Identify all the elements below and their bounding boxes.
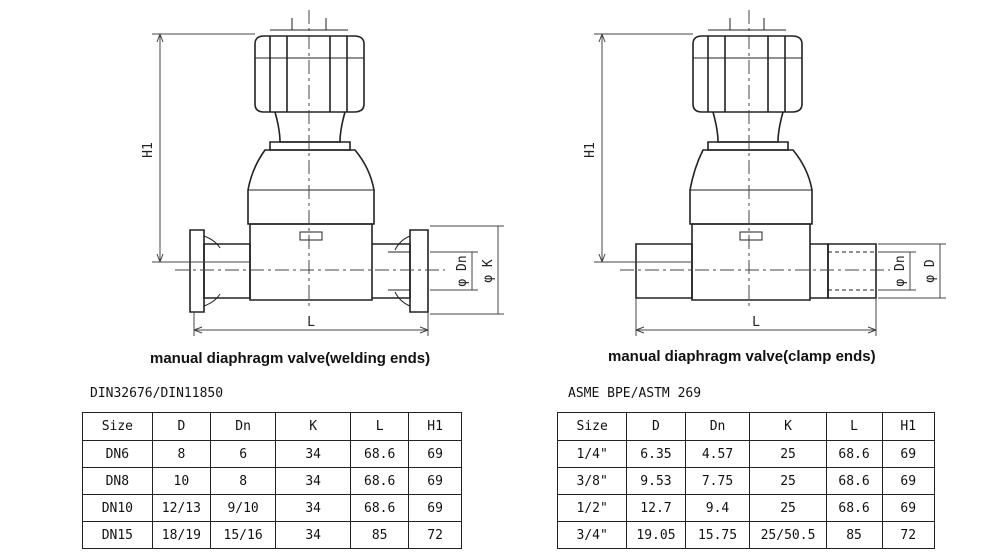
table-cell: 68.6 [350,494,410,522]
table-cell: 6.35 [626,440,686,468]
left-caption: manual diaphragm valve(welding ends) [150,350,431,367]
left-dimension-lines [152,10,504,336]
table-cell: 9/10 [210,494,277,522]
table-cell: 34 [275,494,352,522]
table-header-cell: H1 [881,412,936,441]
table-cell: 1/4" [556,440,628,468]
table-cell: 69 [408,467,462,495]
table-cell: 12/13 [151,494,212,522]
table-cell: 18/19 [151,521,212,549]
table-cell: 8 [151,440,212,468]
table-cell: 4.57 [684,440,751,468]
table-header-cell: Dn [210,412,277,441]
table-cell: DN6 [82,440,153,468]
table-cell: 19.05 [626,521,686,549]
table-header-cell: H1 [408,412,462,441]
table-cell: 68.6 [350,467,410,495]
right-dimension-lines [594,10,946,336]
table-cell: 85 [825,521,883,549]
right-d-label: φ D [923,259,938,283]
table-cell: 3/4" [556,521,628,549]
table-cell: 69 [408,440,462,468]
table-cell: 69 [881,440,936,468]
right-valve-drawing [635,18,877,301]
right-dn-label: φ Dn [893,255,908,286]
table-header-cell: Size [82,412,153,441]
table-cell: 9.53 [626,467,686,495]
table-cell: 25 [749,467,827,495]
table-cell: 25 [749,440,827,468]
table-header-cell: Size [556,412,628,441]
table-cell: 15.75 [684,521,751,549]
table-cell: 68.6 [350,440,410,468]
left-valve-drawing [189,18,429,313]
table-cell: 69 [881,494,936,522]
left-standard: DIN32676/DIN11850 [90,386,224,401]
table-cell: 1/2" [556,494,628,522]
table-cell: DN10 [82,494,153,522]
table-cell: 72 [881,521,936,549]
table-cell: 34 [275,521,352,549]
table-cell: 34 [275,440,352,468]
table-cell: 9.4 [684,494,751,522]
right-standard: ASME BPE/ASTM 269 [568,386,702,401]
table-cell: 10 [151,467,212,495]
table-cell: DN15 [82,521,153,549]
table-cell: 68.6 [825,494,883,522]
table-header-cell: L [350,412,410,441]
table-header-cell: D [151,412,212,441]
table-cell: 25/50.5 [749,521,827,549]
right-caption: manual diaphragm valve(clamp ends) [608,348,876,365]
table-cell: 85 [350,521,410,549]
right-l-label: L [752,315,760,330]
table-cell: 72 [408,521,462,549]
left-k-label: φ K [481,259,496,283]
table-cell: 8 [210,467,277,495]
table-cell: DN8 [82,467,153,495]
right-h1-label: H1 [583,142,598,158]
table-cell: 25 [749,494,827,522]
table-cell: 12.7 [626,494,686,522]
table-cell: 6 [210,440,277,468]
table-cell: 69 [408,494,462,522]
table-cell: 68.6 [825,440,883,468]
table-header-cell: Dn [684,412,751,441]
table-cell: 68.6 [825,467,883,495]
table-cell: 7.75 [684,467,751,495]
left-l-label: L [307,315,315,330]
table-cell: 15/16 [210,521,277,549]
table-cell: 3/8" [556,467,628,495]
table-header-cell: D [626,412,686,441]
table-cell: 69 [881,467,936,495]
valve-drawings: H1 L φ Dn φ K H1 L φ Dn φ [141,10,946,336]
left-dn-label: φ Dn [455,255,470,286]
table-header-cell: K [275,412,352,441]
table-header-cell: K [749,412,827,441]
left-h1-label: H1 [141,142,156,158]
table-cell: 34 [275,467,352,495]
table-header-cell: L [825,412,883,441]
